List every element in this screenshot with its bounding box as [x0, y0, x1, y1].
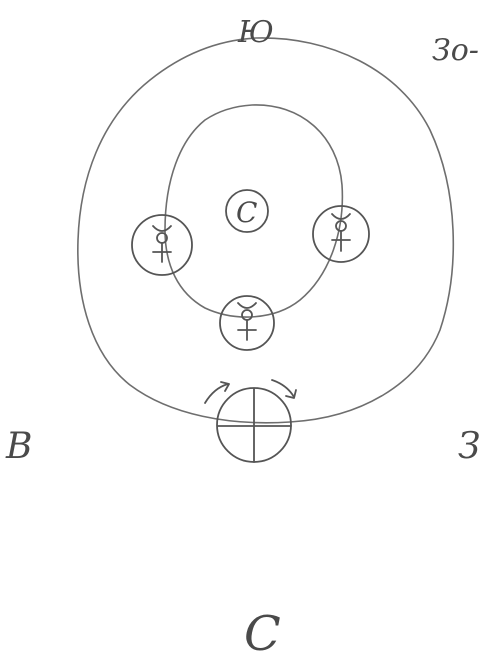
- planet-bottom: [220, 296, 274, 350]
- direction-southwest-label: Зо-: [432, 33, 479, 68]
- direction-north-label: С: [244, 606, 281, 657]
- direction-east-label: В: [5, 426, 32, 467]
- rotation-arrow-icon: [205, 380, 296, 403]
- earth-planet: [205, 380, 296, 462]
- planet-left: [132, 215, 192, 275]
- direction-west-label: З: [458, 426, 480, 467]
- sun-label: С: [236, 196, 257, 229]
- mercury-symbol-icon: [238, 303, 256, 340]
- direction-south-label: Ю: [237, 15, 274, 50]
- outer-orbit: [78, 38, 453, 423]
